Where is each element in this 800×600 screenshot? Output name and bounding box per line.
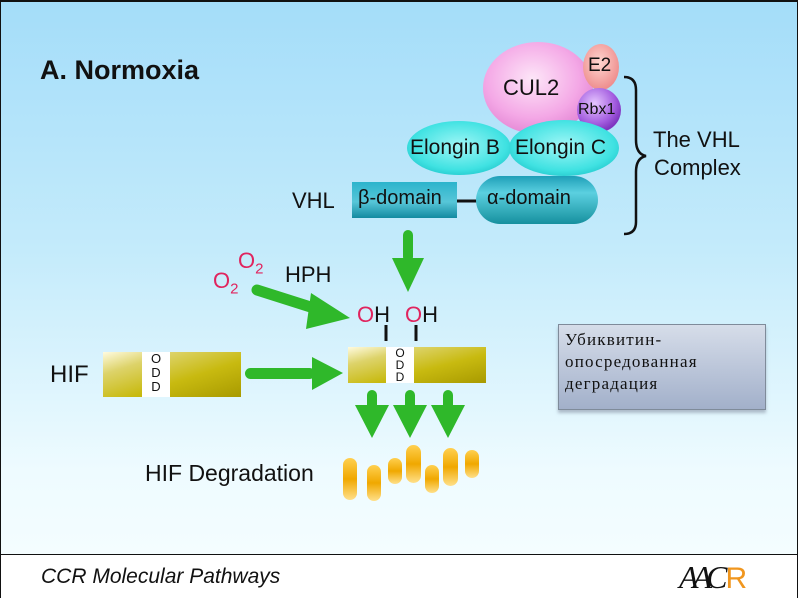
oxygen-molecule-1: O2 bbox=[213, 268, 238, 297]
oxygen-subscript: 2 bbox=[255, 260, 264, 278]
oxygen-symbol: O bbox=[213, 268, 231, 293]
hph-label: HPH bbox=[285, 262, 332, 287]
odd-letter: D bbox=[395, 370, 405, 384]
rbx1-protein bbox=[577, 88, 621, 132]
ubiquitin-annotation-box: Убиквитин- опосредованная деградация bbox=[558, 324, 766, 410]
complex-brace bbox=[623, 75, 647, 236]
hif-fragment bbox=[388, 458, 402, 484]
beta-domain-label: β-domain bbox=[358, 187, 442, 209]
hif-fragment bbox=[443, 448, 458, 486]
arrow-degrade-2 bbox=[393, 390, 427, 438]
rbx1-label: Rbx1 bbox=[578, 101, 616, 118]
hif-fragment bbox=[465, 450, 479, 478]
arrow-vhl-down bbox=[392, 230, 424, 292]
annotation-line: деградация bbox=[565, 374, 659, 393]
hif-fragment bbox=[425, 465, 439, 493]
hydroxyl-oxygen: O bbox=[357, 302, 375, 327]
arrow-hph bbox=[251, 284, 350, 329]
cul2-label: CUL2 bbox=[503, 75, 560, 100]
cul2-protein bbox=[483, 42, 593, 134]
arrow-hif-right bbox=[245, 357, 343, 390]
odd-region-hydroxylated bbox=[386, 347, 414, 383]
hydroxyl-hydrogen: H bbox=[374, 302, 391, 327]
e2-label: E2 bbox=[588, 55, 612, 76]
beta-domain-box bbox=[352, 182, 457, 218]
alpha-domain-box bbox=[476, 176, 598, 224]
oxygen-subscript: 2 bbox=[230, 280, 239, 298]
footer-text: CCR Molecular Pathways bbox=[41, 565, 281, 588]
oxygen-molecule-2: O2 bbox=[238, 248, 263, 277]
hydroxyl-oxygen: O bbox=[405, 302, 423, 327]
hif-fragment bbox=[343, 458, 357, 500]
hydroxyl-1: OH bbox=[357, 302, 390, 328]
vhl-label: VHL bbox=[292, 188, 335, 213]
hydroxyl-hydrogen: H bbox=[422, 302, 439, 327]
hydroxyl-2: OH bbox=[405, 302, 438, 328]
annotation-line: Убиквитин- bbox=[565, 330, 663, 349]
logo-accent-letter: R bbox=[725, 562, 748, 595]
elongin-c-protein bbox=[509, 120, 619, 176]
odd-letter: O bbox=[150, 351, 162, 366]
complex-label-line2: Complex bbox=[654, 155, 741, 180]
oxygen-symbol: O bbox=[238, 248, 256, 273]
hif-fragment bbox=[367, 465, 381, 501]
annotation-line: опосредованная bbox=[565, 352, 698, 371]
hif-fragment bbox=[406, 445, 421, 483]
slide-title: A. Normoxia bbox=[40, 55, 200, 85]
elongin-b-label: Elongin B bbox=[410, 136, 500, 159]
alpha-domain-label: α-domain bbox=[487, 187, 571, 209]
arrow-degrade-3 bbox=[431, 390, 465, 438]
arrow-degrade-1 bbox=[355, 390, 389, 438]
complex-label-line1: The VHL bbox=[653, 127, 740, 152]
logo-letters: AAC bbox=[679, 559, 728, 595]
hif-bar-initial bbox=[103, 352, 241, 397]
elongin-b-protein bbox=[407, 121, 511, 175]
odd-letter: D bbox=[151, 365, 161, 380]
hif-bar-hydroxylated bbox=[348, 347, 486, 383]
elongin-c-label: Elongin C bbox=[515, 136, 607, 159]
hif-degradation-label: HIF Degradation bbox=[145, 460, 314, 486]
e2-protein bbox=[583, 44, 619, 90]
odd-region-initial bbox=[142, 352, 170, 397]
odd-letter: O bbox=[395, 346, 405, 360]
odd-letter: D bbox=[395, 358, 405, 372]
hif-label: HIF bbox=[50, 361, 89, 388]
odd-letter: D bbox=[151, 379, 161, 394]
